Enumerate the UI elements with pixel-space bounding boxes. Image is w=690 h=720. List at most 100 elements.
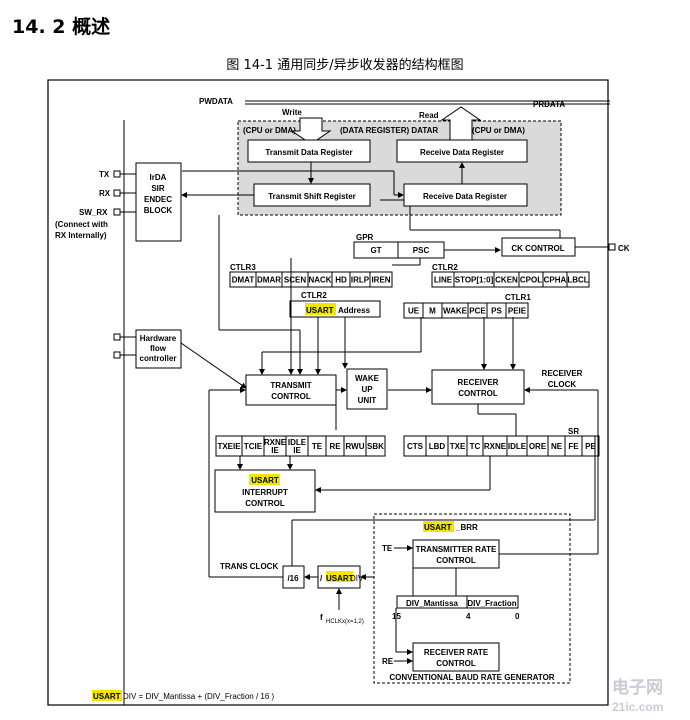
outer-frame xyxy=(47,79,609,706)
sr-field-label: PE xyxy=(585,442,596,451)
write-arrow xyxy=(290,117,332,145)
rx-rate-line1: RECEIVER RATE xyxy=(424,648,489,657)
bit-4: 4 xyxy=(466,612,471,621)
ctlr1-field-label: PEIE xyxy=(508,307,527,316)
sr-field-label: NE xyxy=(551,442,563,451)
ctlr2-field-box xyxy=(566,271,590,288)
cpu-dma-right: (CPU or DMA) xyxy=(472,126,525,135)
hardware-flow-controller xyxy=(135,329,182,369)
sr-field-label: ORE xyxy=(529,442,547,451)
tx-label: TX xyxy=(99,170,110,179)
ctlr3-field-label: SCEN xyxy=(284,276,306,285)
ctlr1-low-field-label: RE xyxy=(329,442,341,451)
usartdiv-prefix: / xyxy=(320,574,323,583)
ctlr1-low-field-label: SBK xyxy=(367,442,384,451)
hwflow-line3: controller xyxy=(140,354,177,363)
ctlr3-field-label: HD xyxy=(335,276,347,285)
interrupt-line2: INTERRUPT xyxy=(242,488,288,497)
transmit-data-register xyxy=(247,139,371,163)
brr-re-label: RE xyxy=(382,657,394,666)
tx-control-line1: TRANSMIT xyxy=(270,381,311,390)
fhclk-f: f xyxy=(320,613,323,622)
section-heading: 14. 2 概述 xyxy=(12,16,111,38)
sw-rx-note1: (Connect with xyxy=(55,220,108,229)
psc-label: PSC xyxy=(413,246,430,255)
ctlr3-field-label: NACK xyxy=(308,276,331,285)
rsr-label: Receive Data Register xyxy=(423,192,507,201)
div16-label: /16 xyxy=(287,574,299,583)
interrupt-line3: CONTROL xyxy=(245,499,285,508)
ctlr3-title: CTLR3 xyxy=(230,263,256,272)
ck-control-label: CK CONTROL xyxy=(511,244,564,253)
watermark-line2: 21ic.com xyxy=(612,700,663,714)
tsr-label: Transmit Shift Register xyxy=(268,192,356,201)
irda-line2: SIR xyxy=(151,184,165,193)
ctlr2-title: CTLR2 xyxy=(432,263,458,272)
wakeup-line2: UP xyxy=(361,385,373,394)
pwdata-label: PWDATA xyxy=(199,97,233,106)
brr-usart: USART xyxy=(424,523,452,532)
brr-suffix: _BRR xyxy=(455,523,478,532)
gt-label: GT xyxy=(370,246,381,255)
tx-rate-line1: TRANSMITTER RATE xyxy=(416,545,497,554)
div-fraction-label: DIV_Fraction xyxy=(467,599,516,608)
wakeup-line3: UNIT xyxy=(358,396,377,405)
fhclk-sub: HCLKx(x=1,2) xyxy=(326,619,364,625)
usartdiv-highlight xyxy=(326,571,353,582)
irda-line4: BLOCK xyxy=(144,206,173,215)
ctlr2-field-label: CPHA xyxy=(544,276,567,285)
ck-label: CK xyxy=(618,244,630,253)
ctlr1-field-label: PCE xyxy=(469,307,486,316)
receiver-control xyxy=(431,369,525,405)
rdr-label: Receive Data Register xyxy=(420,148,504,157)
read-label: Read xyxy=(419,111,439,120)
sr-field-label: TXE xyxy=(450,442,466,451)
bit-15: 15 xyxy=(392,612,401,621)
sw-rx-label: SW_RX xyxy=(79,208,108,217)
sw-rx-pin xyxy=(113,208,121,216)
hwflow-line1: Hardware xyxy=(140,334,177,343)
ctlr3-field-label: DMAR xyxy=(257,276,281,285)
ctlr1-low-field-label: RWU xyxy=(346,442,365,451)
usartdiv-usart: USART xyxy=(326,574,354,583)
gpr-title: GPR xyxy=(356,233,374,242)
interrupt-usart: USART xyxy=(251,476,279,485)
rx-control-line1: RECEIVER xyxy=(458,378,499,387)
ctlr2-field-label: LBCL xyxy=(567,276,588,285)
sr-field-label: CTS xyxy=(407,442,424,451)
baud-rate-generator xyxy=(373,513,571,684)
sr-field-label: IDLE xyxy=(508,442,527,451)
rx-control-line2: CONTROL xyxy=(458,389,498,398)
ctlr1-low-field-label: TXEIE xyxy=(217,442,241,451)
tx-control-line2: CONTROL xyxy=(271,392,311,401)
ctlr1-low-field-label: TE xyxy=(312,442,323,451)
tdr-label: Transmit Data Register xyxy=(265,148,352,157)
ctlr3-field-label: IREN xyxy=(371,276,390,285)
formula-usart: USART xyxy=(93,692,121,701)
transmit-control xyxy=(245,374,337,406)
irda-line1: IrDA xyxy=(150,173,167,182)
write-label: Write xyxy=(282,108,302,117)
ctlr1-low-field-label: IE xyxy=(293,446,301,455)
ctlr3-field-label: IRLP xyxy=(351,276,370,285)
sr-field-label: FE xyxy=(568,442,579,451)
interrupt-usart-highlight xyxy=(249,474,280,485)
ctlr1-title: CTLR1 xyxy=(505,293,531,302)
brr-te-label: TE xyxy=(382,544,393,553)
irda-line3: ENDEC xyxy=(144,195,172,204)
watermark-line1: 电子网 xyxy=(612,677,663,697)
formula-highlight xyxy=(92,690,122,701)
ck-pin xyxy=(608,243,616,251)
ctlr1-low-field-box xyxy=(365,435,386,457)
sr-field-label: LBD xyxy=(429,442,446,451)
ctlr1-low-field-label: TCIE xyxy=(244,442,263,451)
tx-rate-line2: CONTROL xyxy=(436,556,476,565)
address-label: Address xyxy=(338,306,371,315)
sr-field-label: TC xyxy=(470,442,481,451)
rx-clock-line2: CLOCK xyxy=(548,380,577,389)
data-register-title: (DATA REGISTER) DATAR xyxy=(340,126,438,135)
